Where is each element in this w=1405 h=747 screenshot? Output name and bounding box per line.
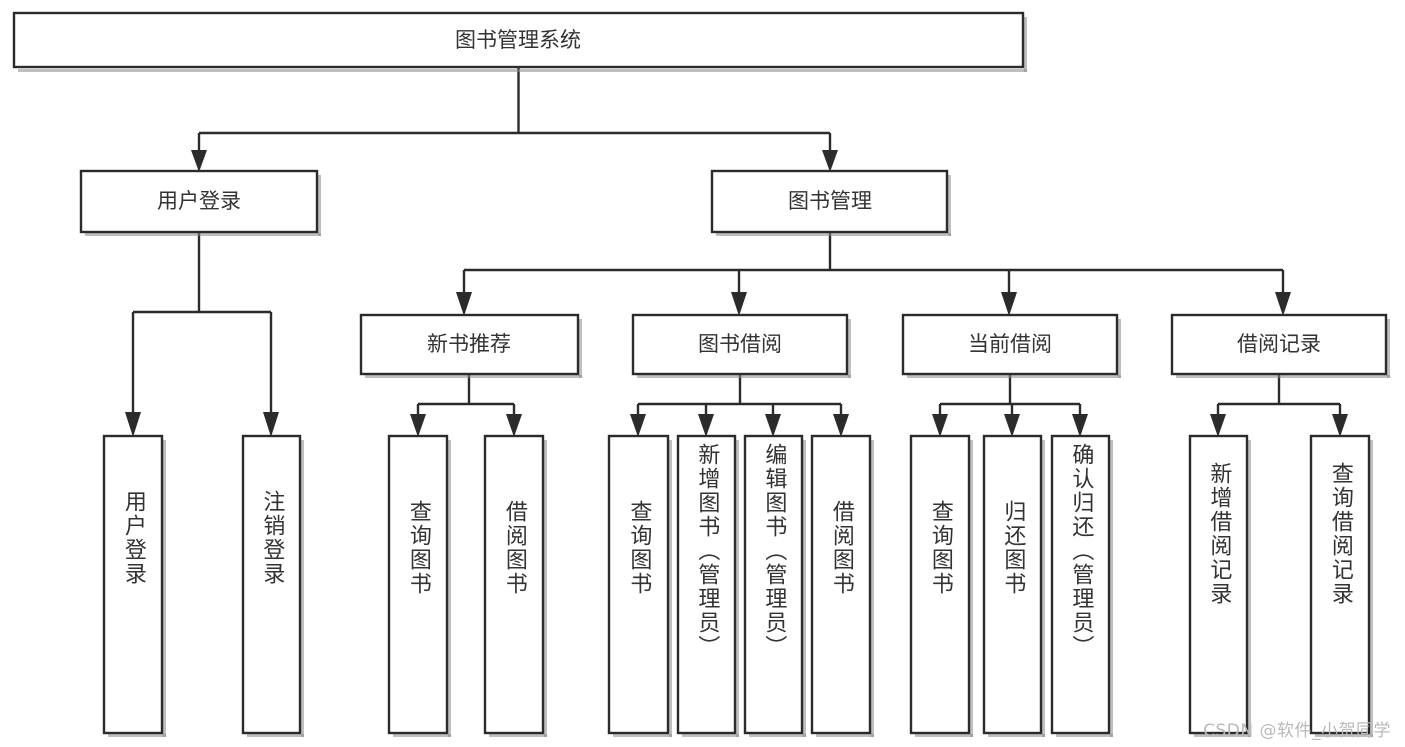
node-new-book-recommend-box[interactable]	[359, 313, 580, 376]
arrow-icon-g3-l2	[1004, 414, 1020, 437]
node-new-book-recommend[interactable]: 新书推荐	[359, 313, 580, 376]
leaf-box-borrow-book[interactable]	[810, 434, 872, 735]
box-shadows	[18, 17, 1390, 737]
node-book-management-box[interactable]	[710, 169, 949, 234]
arrow-icon-g4-l2	[1332, 414, 1348, 437]
arrow-heads	[125, 150, 1348, 437]
arrow-icon-n3	[1001, 292, 1017, 316]
leaf-box-query-borrow-record[interactable]	[1309, 434, 1371, 735]
arrow-icon-g1-l1	[410, 414, 426, 437]
csdn-watermark: CSDN @软件_小贺同学	[1203, 721, 1391, 741]
node-book-management[interactable]: 图书管理	[710, 169, 949, 234]
arrow-icon-g2-l4	[833, 414, 849, 437]
arrow-icon-n1	[456, 292, 472, 316]
arrow-icon-g3-l3	[1072, 414, 1088, 437]
node-book-management-label: 图书管理	[788, 189, 872, 213]
node-borrow-record-box[interactable]	[1170, 313, 1388, 376]
arrow-icon-n2	[731, 292, 747, 316]
node-current-borrow-box[interactable]	[901, 313, 1119, 376]
connector-lines	[131, 67, 1342, 414]
root-node-label: 图书管理系统	[455, 28, 581, 52]
node-current-borrow[interactable]: 当前借阅	[901, 313, 1119, 376]
leaf-box-add-book-admin[interactable]	[676, 434, 737, 735]
leaf-box-user-login[interactable]	[102, 434, 164, 735]
node-book-borrow-box[interactable]	[631, 313, 849, 376]
node-user-login[interactable]: 用户登录	[79, 169, 319, 234]
leaf-box-add-borrow-record[interactable]	[1188, 434, 1249, 735]
node-borrow-record[interactable]: 借阅记录	[1170, 313, 1388, 376]
leaf-box-query-book-borrow[interactable]	[607, 434, 670, 735]
node-book-borrow[interactable]: 图书借阅	[631, 313, 849, 376]
node-borrow-record-label: 借阅记录	[1237, 332, 1321, 356]
arrow-icon-g3-l1	[932, 414, 948, 437]
leaf-box-logout[interactable]	[241, 434, 302, 735]
arrow-icon-g1-l2	[506, 414, 522, 437]
leaf-box-query-book-current[interactable]	[909, 434, 971, 735]
arrow-icon-g2-l2	[698, 414, 714, 437]
node-current-borrow-label: 当前借阅	[968, 332, 1052, 356]
arrow-icon-user-leaf2	[263, 412, 279, 437]
node-new-book-recommend-label: 新书推荐	[427, 332, 511, 356]
leaf-box-edit-book-admin[interactable]	[743, 434, 804, 735]
node-user-login-label: 用户登录	[157, 189, 241, 213]
arrow-icon-g2-l3	[765, 414, 781, 437]
arrow-icon-to-book-mgmt	[822, 150, 838, 172]
leaf-boxes[interactable]	[102, 434, 1371, 735]
leaf-box-query-book-rec[interactable]	[387, 434, 449, 735]
leaf-box-confirm-return-admin[interactable]	[1050, 434, 1111, 735]
root-node[interactable]: 图书管理系统	[12, 11, 1025, 69]
leaf-box-borrow-book-rec[interactable]	[483, 434, 545, 735]
arrow-icon-n4	[1275, 292, 1291, 316]
arrow-icon-g4-l1	[1210, 414, 1226, 437]
arrow-icon-to-user-login	[191, 150, 207, 172]
node-user-login-box[interactable]	[79, 169, 319, 234]
arrow-icon-user-leaf1	[125, 412, 141, 437]
arrow-icon-g2-l1	[630, 414, 646, 437]
leaf-box-return-book[interactable]	[982, 434, 1043, 735]
root-node-box[interactable]	[12, 11, 1025, 69]
node-book-borrow-label: 图书借阅	[698, 332, 782, 356]
